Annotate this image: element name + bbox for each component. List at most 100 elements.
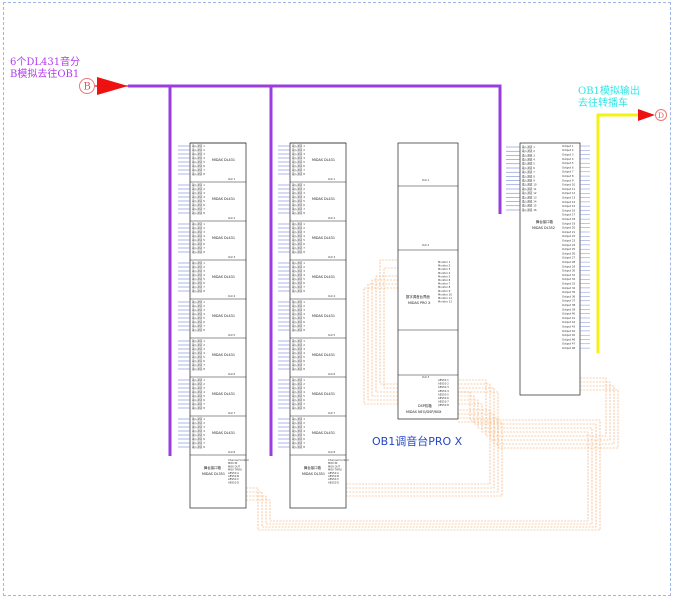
input-port-label: 输入通道 1 — [292, 300, 305, 304]
input-port-label: 输入通道 2 — [192, 187, 205, 191]
input-annotation-line2: B模拟去往OB1 — [10, 69, 80, 80]
out-port-label: Out 1 — [422, 178, 430, 182]
output-port-label: Output 2 — [562, 148, 574, 152]
input-port-label: 输入通道 4 — [292, 429, 305, 433]
output-port-label: Output 10 — [562, 183, 575, 187]
input-port-label: 输入通道 3 — [292, 425, 305, 429]
input-port-label: 输入通道 3 — [192, 269, 205, 273]
input-port-label: 输入通道 8 — [192, 328, 205, 332]
output-port-label: Output 20 — [562, 226, 575, 230]
output-port-label: Output 27 — [562, 256, 575, 260]
input-port-label: 输入通道 2 — [192, 382, 205, 386]
input-port-label: 输入通道 1 — [192, 144, 205, 148]
output-port-label: Output 29 — [562, 264, 575, 268]
input-port-label: 输入通道 7 — [292, 207, 305, 211]
input-port-label: 输入通道 3 — [192, 347, 205, 351]
module-name: MIDAS DL431 — [212, 353, 235, 357]
box-name: MIDAS DL351 — [202, 472, 225, 476]
input-port-label: 输入通道 3 — [292, 152, 305, 156]
input-port-label: 输入通道 1 — [292, 378, 305, 382]
module-name: MIDAS DL431 — [212, 431, 235, 435]
input-port-label: 输入通道 2 — [522, 149, 535, 153]
module-name: MIDAS DL431 — [212, 197, 235, 201]
input-port-label: 输入通道 6 — [192, 320, 205, 324]
input-port-label: 输入通道 3 — [522, 153, 535, 157]
input-port-label: 输入通道 1 — [292, 261, 305, 265]
output-port-label: Output 38 — [562, 303, 575, 307]
output-port-label: Output 6 — [562, 165, 574, 169]
input-port-label: 输入通道 4 — [292, 390, 305, 394]
out-port-label: Out 1 — [228, 177, 236, 181]
input-port-label: 输入通道 2 — [292, 226, 305, 230]
input-port-label: 输入通道 6 — [292, 320, 305, 324]
out-port-label: Out 8 — [228, 450, 236, 454]
output-port-label: Output 46 — [562, 337, 575, 341]
console-title: 数字调音台界面 — [406, 294, 430, 299]
input-port-label: 输入通道 2 — [192, 421, 205, 425]
output-port-label: Output 4 — [562, 157, 574, 161]
output-port-label: Output 15 — [562, 204, 575, 208]
input-port-label: 输入通道 13 — [522, 195, 537, 199]
output-port-label: Output 17 — [562, 213, 575, 217]
input-port-label: 输入通道 6 — [192, 164, 205, 168]
console-rack — [397, 142, 459, 420]
console-port: Monitor 8 — [438, 285, 451, 289]
input-port-label: 输入通道 7 — [522, 170, 535, 174]
output-port-label: Output 22 — [562, 234, 575, 238]
input-port-label: 输入通道 4 — [292, 234, 305, 238]
out-port-label: Out 3 — [328, 255, 336, 259]
module-name: MIDAS DL431 — [312, 392, 335, 396]
box-port: Channel Control — [228, 458, 249, 462]
input-port-label: 输入通道 8 — [292, 445, 305, 449]
dsp-port: AES50 3 — [438, 385, 449, 389]
output-port-label: Output 11 — [562, 187, 575, 191]
input-port-label: 输入通道 8 — [292, 367, 305, 371]
input-port-label: 输入通道 5 — [192, 316, 205, 320]
output-port-label: Output 37 — [562, 299, 575, 303]
input-port-label: 输入通道 4 — [292, 156, 305, 160]
input-port-label: 输入通道 8 — [192, 211, 205, 215]
input-port-label: 输入通道 3 — [292, 347, 305, 351]
input-port-label: 输入通道 6 — [292, 359, 305, 363]
input-port-label: 输入通道 6 — [292, 281, 305, 285]
module-name: MIDAS DL431 — [212, 392, 235, 396]
output-port-label: Output 34 — [562, 286, 575, 290]
dsp-port: AES50 5 — [438, 392, 449, 396]
out-port-label: Out 6 — [328, 372, 336, 376]
input-port-label: 输入通道 4 — [192, 351, 205, 355]
output-port-label: Output 18 — [562, 217, 575, 221]
out-port-label: Out 3 — [422, 375, 430, 379]
input-port-label: 输入通道 1 — [522, 145, 535, 149]
out-port-label: Out 6 — [228, 372, 236, 376]
console-port: Monitor 2 — [438, 264, 451, 268]
marker-d-label: D — [658, 111, 664, 120]
output-annotation-line2: 去往转播车 — [578, 98, 628, 109]
input-port-label: 输入通道 5 — [192, 394, 205, 398]
box-port: AES50 C — [328, 477, 339, 481]
input-port-label: 输入通道 3 — [192, 386, 205, 390]
output-port-label: Output 30 — [562, 269, 575, 273]
dsp-port: AES50 6 — [438, 396, 449, 400]
dsp-port: AES50 1 — [438, 378, 449, 382]
input-port-label: 输入通道 1 — [292, 222, 305, 226]
input-port-label: 输入通道 1 — [192, 417, 205, 421]
input-port-label: 输入通道 11 — [522, 187, 537, 191]
output-port-label: Output 12 — [562, 191, 575, 195]
module-name: MIDAS DL431 — [312, 236, 335, 240]
input-port-label: 输入通道 8 — [292, 250, 305, 254]
input-port-label: 输入通道 4 — [192, 156, 205, 160]
output-port-label: Output 19 — [562, 221, 575, 225]
input-port-label: 输入通道 7 — [192, 168, 205, 172]
input-port-label: 输入通道 3 — [292, 308, 305, 312]
input-port-label: 输入通道 2 — [192, 148, 205, 152]
input-port-label: 输入通道 1 — [292, 144, 305, 148]
input-annotation-line1: 6个DL431音分 — [10, 57, 81, 68]
input-port-label: 输入通道 7 — [292, 441, 305, 445]
console-port: Monitor 5 — [438, 274, 451, 278]
input-port-label: 输入通道 3 — [192, 308, 205, 312]
module-name: MIDAS DL431 — [312, 353, 335, 357]
input-port-label: 输入通道 2 — [292, 304, 305, 308]
dl352-rack — [519, 142, 581, 396]
console-port: Monitor 12 — [438, 300, 452, 304]
input-port-label: 输入通道 15 — [522, 204, 537, 208]
